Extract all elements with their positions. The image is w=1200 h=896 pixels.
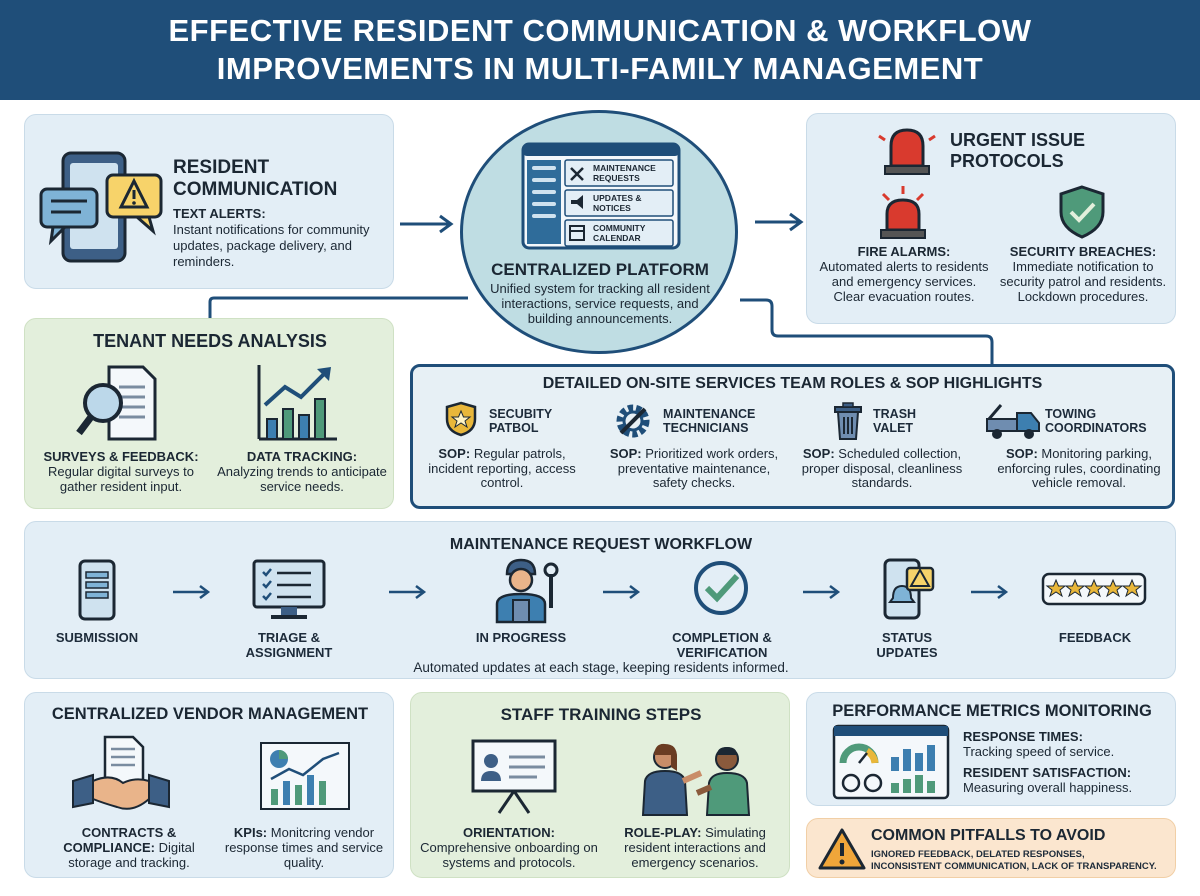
workflow-title: MAINTENANCE REQUEST WORKFLOW [449, 536, 753, 553]
magnifier-document-icon [76, 365, 157, 441]
kpis-description: KPIs: Monitcring vendor response times a… [224, 825, 384, 870]
technician-icon [495, 558, 559, 624]
tow-truck-icon [986, 404, 1040, 439]
text-alerts-description: TEXT ALERTS: Instant notifications for c… [173, 206, 370, 269]
surveys-feedback-description: SURVEYS & FEEDBACK: Regular digital surv… [43, 449, 199, 494]
check-circle-icon [694, 561, 748, 615]
staff-training-title: STAFF TRAINING STEPS [500, 705, 702, 724]
phone-bell-icon [883, 558, 935, 620]
platform-window-icon [521, 142, 681, 250]
orientation-description: ORIENTATION: Comprehensive onboarding on… [420, 825, 598, 870]
growth-chart-icon [257, 365, 337, 441]
police-badge-icon [445, 401, 477, 437]
fire-alarms-description: FIRE ALARMS: Automated alerts to residen… [819, 244, 989, 304]
fire-alarm-siren-icon [880, 186, 926, 239]
tenant-needs-analysis-panel: TENANT NEEDS ANALYSIS SURVEYS & FEEDBACK… [24, 318, 394, 509]
step-completion-verification: COMPLETION & VERIFICATION [672, 630, 772, 660]
siren-icon [878, 128, 936, 175]
role-towing-sop: SOP: Monitoring parking, enforcing rules… [997, 446, 1161, 490]
gear-wrench-icon [616, 404, 650, 438]
step-triage-assignment: TRIAGE & ASSIGNMENT [245, 630, 333, 660]
platform-menu-labels: MAINTENANCE REQUESTS UPDATES & NOTICES C… [593, 163, 673, 243]
star-rating-icon [1041, 572, 1147, 606]
on-site-services-panel: DETAILED ON-SITE SERVICES TEAM ROLES & S… [410, 364, 1175, 509]
response-times-description: RESPONSE TIMES: Tracking speed of servic… [963, 729, 1115, 759]
menu-updates-notices: UPDATES & NOTICES [593, 193, 642, 213]
shield-check-icon [1059, 185, 1105, 239]
handshake-icon [72, 735, 170, 810]
warning-icon [818, 828, 866, 870]
role-maintenance-sop: SOP: Prioritized work orders, preventati… [609, 446, 779, 490]
workflow-note: Automated updates at each stage, keeping… [413, 660, 789, 675]
common-pitfalls-title: COMMON PITFALLS TO AVOID [871, 827, 1106, 844]
monitor-checklist-icon [252, 559, 326, 619]
dashboard-icon [832, 724, 950, 800]
resident-communication-title: RESIDENT COMMUNICATION [173, 157, 338, 200]
performance-metrics-panel: PERFORMANCE METRICS MONITORING RESPONSE … [806, 692, 1176, 806]
trash-can-icon [834, 402, 862, 440]
step-submission: SUBMISSION [55, 630, 139, 645]
tenant-needs-title: TENANT NEEDS ANALYSIS [93, 331, 327, 351]
menu-maintenance-requests: MAINTENANCE REQUESTS [593, 163, 656, 183]
contracts-compliance-description: CONTRACTS & COMPLIANCE: Digital storage … [63, 825, 195, 870]
staff-training-panel: STAFF TRAINING STEPS ORIENTATION: Compre… [410, 692, 790, 878]
role-towing-name: TOWING COORDINATORS [1045, 407, 1147, 435]
people-talking-icon [641, 743, 751, 816]
common-pitfalls-panel: COMMON PITFALLS TO AVOID IGNORED FEEDBAC… [806, 818, 1176, 878]
vendor-management-panel: CENTRALIZED VENDOR MANAGEMENT CONTRACTS … [24, 692, 394, 878]
step-feedback: FEEDBACK [1058, 630, 1132, 645]
menu-community-calendar: COMMUNITY CALENDAR [593, 223, 646, 243]
on-site-services-title: DETAILED ON-SITE SERVICES TEAM ROLES & S… [542, 375, 1043, 392]
urgent-issue-protocols-panel: URGENT ISSUE PROTOCOLS FIRE ALARMS: Auto… [806, 113, 1176, 324]
performance-metrics-title: PERFORMANCE METRICS MONITORING [832, 702, 1152, 720]
role-play-description: ROLE-PLAY: Simulating resident interacti… [624, 825, 766, 870]
page-title-line-2: IMPROVEMENTS IN MULTI-FAMILY MANAGEMENT [216, 51, 984, 86]
role-trash-sop: SOP: Scheduled collection, proper dispos… [801, 446, 963, 490]
urgent-issue-title: URGENT ISSUE PROTOCOLS [950, 130, 1086, 171]
centralized-platform-title: CENTRALIZED PLATFORM [491, 260, 709, 279]
analytics-chart-icon [260, 742, 350, 810]
presentation-board-icon [471, 739, 557, 814]
phone-chat-icon [39, 151, 163, 263]
role-trash-name: TRASH VALET [873, 407, 917, 435]
page-title-line-1: EFFECTIVE RESIDENT COMMUNICATION & WORKF… [168, 13, 1032, 48]
step-status-updates: STATUS UPDATES [876, 630, 938, 660]
vendor-management-title: CENTRALIZED VENDOR MANAGEMENT [51, 705, 369, 723]
common-pitfalls-text: IGNORED FEEDBACK, DELATED RESPONSES, INC… [871, 849, 1157, 872]
role-security-sop: SOP: Regular patrols, incident reporting… [428, 446, 576, 490]
security-breaches-description: SECURITY BREACHES: Immediate notificatio… [999, 244, 1167, 304]
role-security-name: SECUBITY PATBOL [489, 407, 553, 435]
data-tracking-description: DATA TRACKING: Analyzing trends to antic… [217, 449, 387, 494]
page-header: EFFECTIVE RESIDENT COMMUNICATION & WORKF… [0, 0, 1200, 100]
maintenance-workflow-panel: MAINTENANCE REQUEST WORKFLOW [24, 521, 1176, 679]
centralized-platform-description: Unified system for tracking all resident… [490, 281, 710, 326]
resident-communication-panel: RESIDENT COMMUNICATION TEXT ALERTS: Inst… [24, 114, 394, 289]
role-maintenance-name: MAINTENANCE TECHNICIANS [663, 407, 756, 435]
step-in-progress: IN PROGRESS [475, 630, 567, 645]
workflow-arrows [173, 585, 1009, 599]
resident-satisfaction-description: RESIDENT SATISFACTION: Measuring overall… [963, 765, 1133, 795]
mobile-form-icon [78, 559, 116, 621]
